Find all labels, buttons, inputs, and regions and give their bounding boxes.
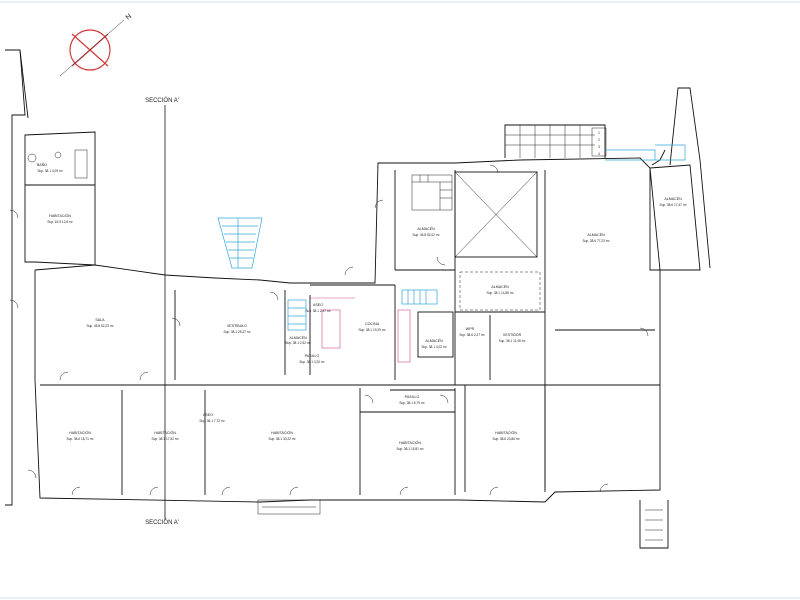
stair-step-3: 3 bbox=[598, 145, 600, 149]
door-swings bbox=[9, 164, 649, 496]
room-area-pasillo-top: Sup. 38.1 3,20 m² bbox=[299, 360, 324, 364]
room-name-hab-nw: HABITACIÓN bbox=[49, 213, 71, 218]
room-area-almacen-center: Sup. 45.8 52,02 m² bbox=[412, 233, 439, 237]
section-line: SECCIÓN A' SECCIÓN A' bbox=[145, 97, 179, 526]
room-name-bano: BAÑO bbox=[37, 162, 47, 167]
interior-walls bbox=[40, 170, 660, 495]
room-area-sala: Sup. 45.8 52,23 m² bbox=[86, 324, 113, 328]
north-compass: N bbox=[59, 13, 133, 77]
room-area-vestidor: Sup. 38.1 11,45 m² bbox=[499, 339, 526, 343]
stair-aseo bbox=[287, 299, 307, 331]
room-name-aseo-small: ASEO bbox=[203, 413, 213, 417]
exterior-walls bbox=[5, 49, 711, 506]
room-area-aseo: Sup. 38.1 2,47 m² bbox=[305, 309, 330, 313]
room-area-almacen-east: Sup. 38.6 77,23 m² bbox=[582, 239, 609, 243]
room-name-hab-s-center: HABITACIÓN bbox=[271, 430, 293, 435]
stair-almacen bbox=[411, 174, 453, 211]
room-area-hab-s-center: Sup. 38.1 30,22 m² bbox=[268, 437, 295, 441]
room-area-hab-sw1: Sup. 38.6 18,71 m² bbox=[66, 437, 93, 441]
room-name-wc-right: WPR bbox=[466, 327, 475, 331]
kitchen-fixtures bbox=[310, 297, 411, 363]
bathroom-fixtures bbox=[27, 149, 88, 179]
stair-step-1: 1 bbox=[598, 131, 600, 135]
section-label-bottom: SECCIÓN A' bbox=[145, 519, 179, 526]
room-name-aseo: ASEO bbox=[313, 303, 323, 307]
room-area-aseo-small: Sup. 38.1 7,72 m² bbox=[199, 419, 224, 423]
room-name-hab-se1: HABITACIÓN bbox=[399, 440, 421, 445]
room-area-hab-sw2: Sup. 38.1 17,52 m² bbox=[151, 437, 178, 441]
room-area-almacen-far-east: Sup. 38.6 17,47 m² bbox=[659, 203, 686, 207]
room-area-almacen-mid: Sup. 38.1 14,86 m² bbox=[486, 291, 513, 295]
room-name-vestidor: VESTIDOR bbox=[503, 333, 522, 337]
room-name-almacen-east: ALMACÉN bbox=[587, 232, 605, 237]
stair-step-4: 4 bbox=[598, 152, 600, 156]
room-area-hab-se1: Sup. 38.1 15,81 m² bbox=[396, 447, 423, 451]
room-area-pasillo-bottom: Sup. 38.1 6,79 m² bbox=[399, 401, 424, 405]
room-name-almacen-pantry: ALMACÉN bbox=[425, 338, 443, 343]
room-name-almacen-far-east: ALMACÉN bbox=[664, 196, 682, 201]
room-area-bano: Sup. 38.1 4,09 m² bbox=[37, 169, 62, 173]
room-area-vestibulo: Sup. 38.1 25,37 m² bbox=[223, 330, 250, 334]
room-name-hab-se2: HABITACIÓN bbox=[495, 430, 517, 435]
room-area-almacen-pantry: Sup. 38.1 4,02 m² bbox=[421, 345, 446, 349]
room-name-hab-sw1: HABITACIÓN bbox=[69, 430, 91, 435]
room-area-cocina: Sup. 38.1 19,29 m² bbox=[358, 328, 385, 332]
section-label-top: SECCIÓN A' bbox=[145, 97, 179, 104]
room-area-wc-right: Sup. 38.6 2,27 m² bbox=[459, 333, 484, 337]
room-name-cocina: COCINA bbox=[365, 322, 380, 326]
room-area-hab-nw: Sup. 15.5 12,8 m² bbox=[47, 220, 72, 224]
north-letter: N bbox=[125, 13, 133, 22]
room-name-almacen-small: ALMACÉN bbox=[289, 335, 307, 340]
room-area-hab-se2: Sup. 38.6 23,86 m² bbox=[492, 437, 519, 441]
room-name-hab-sw2: HABITACIÓN bbox=[154, 430, 176, 435]
room-name-vestibulo: VESTÍBULO bbox=[227, 324, 247, 328]
room-name-pasillo-top: PASILLO bbox=[305, 354, 320, 358]
stair-cocina bbox=[401, 289, 438, 305]
room-area-almacen-small: Sup. 38.1 2,52 m² bbox=[285, 341, 310, 345]
room-name-sala: SALA bbox=[95, 318, 105, 322]
room-labels: BAÑO Sup. 38.1 4,09 m² HABITACIÓN Sup. 1… bbox=[37, 162, 687, 451]
room-name-pasillo-bottom: PASILLO bbox=[405, 395, 420, 399]
south-porch bbox=[257, 499, 669, 549]
stair-center-curved bbox=[217, 217, 263, 269]
room-name-almacen-mid: ALMACÉN bbox=[491, 284, 509, 289]
stair-step-2: 2 bbox=[598, 138, 600, 142]
room-name-almacen-center: ALMACÉN bbox=[417, 226, 435, 231]
stair-northeast: 1 2 3 4 bbox=[504, 124, 686, 161]
